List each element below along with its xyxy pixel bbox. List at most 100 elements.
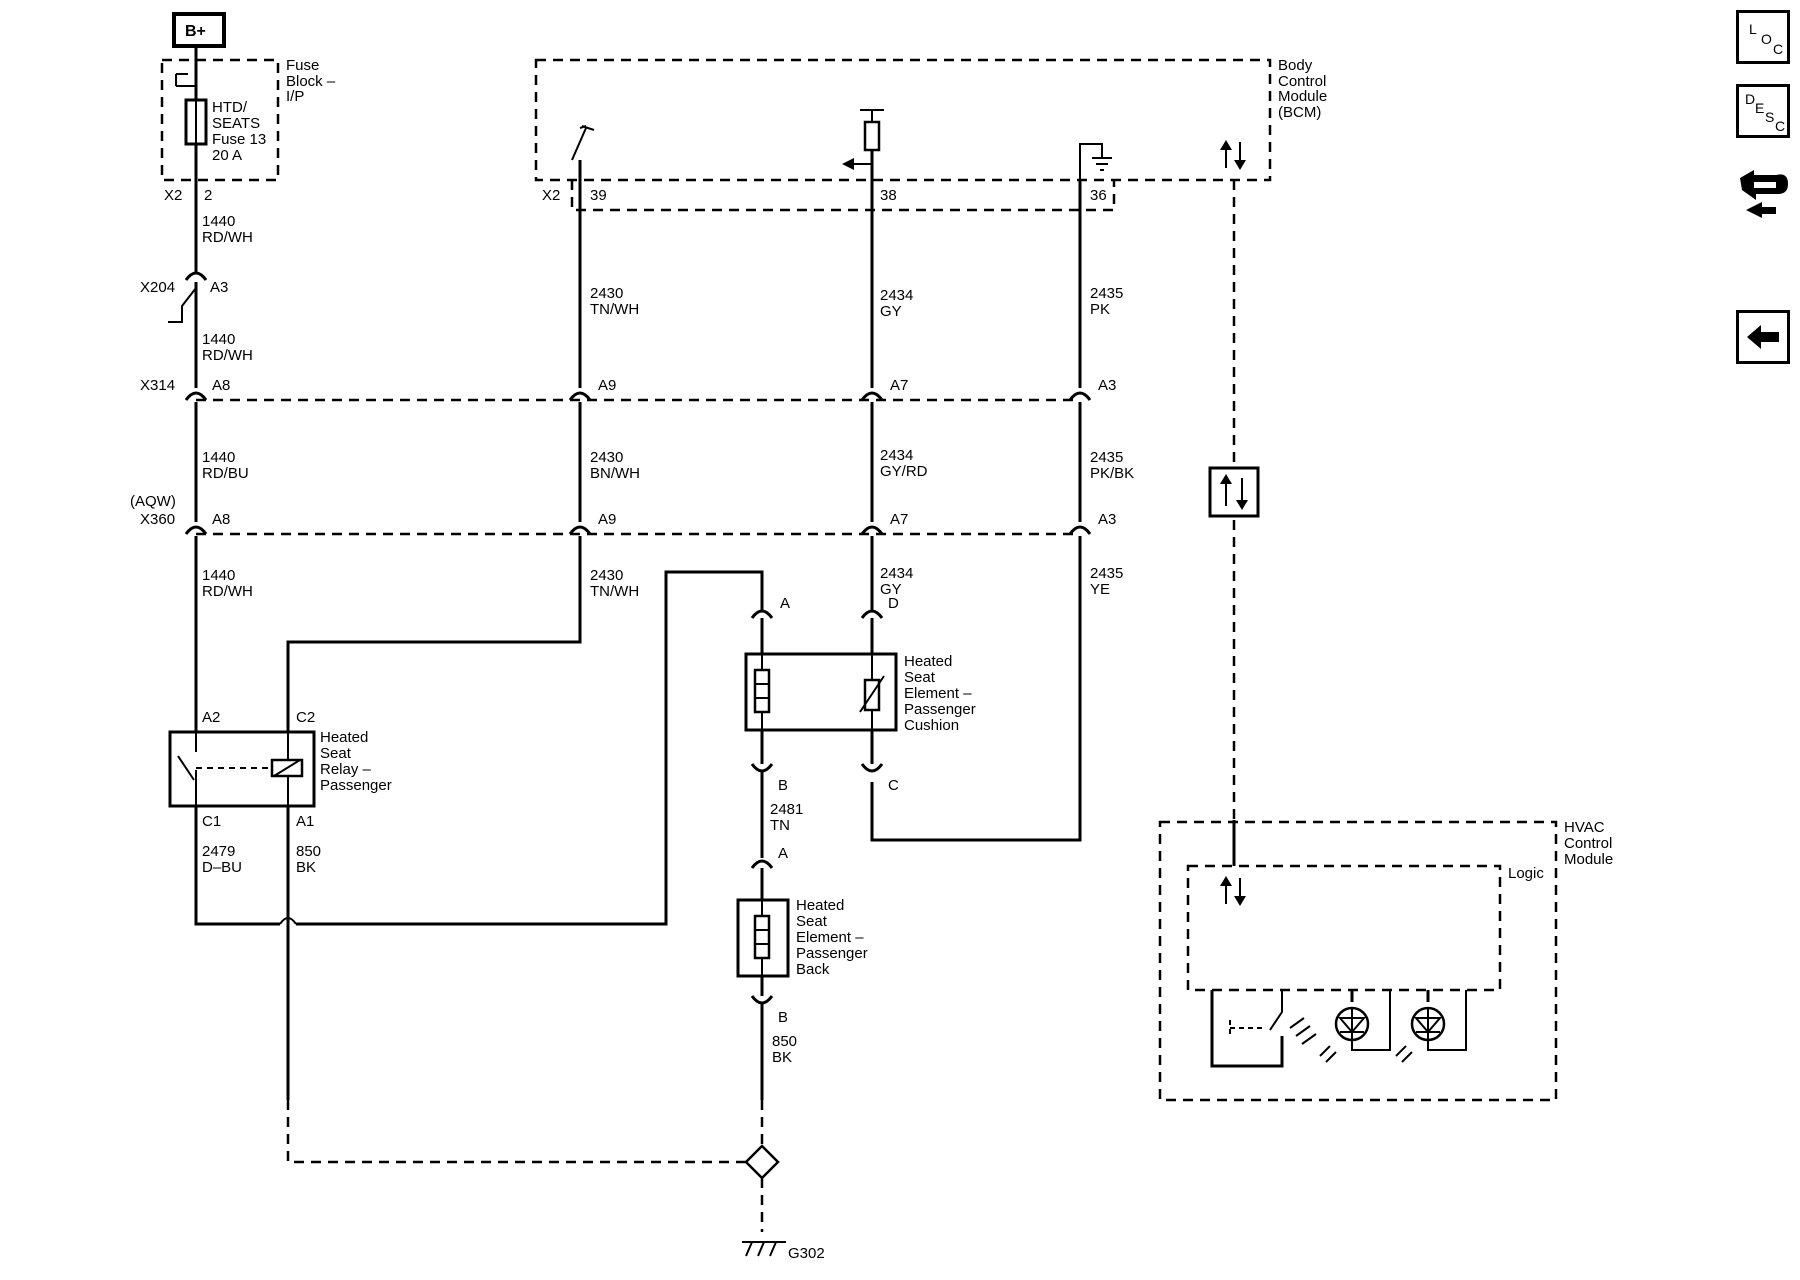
x360-terminals — [184, 525, 1092, 535]
wire-2435-color-1: PK — [1090, 301, 1110, 318]
desc-letter-d: D — [1745, 91, 1756, 107]
bcm-pin-36: 36 — [1090, 187, 1107, 204]
back-pin-a: A — [778, 845, 788, 862]
relay-pin-a2: A2 — [202, 709, 220, 726]
bcm-title-2: Control — [1278, 73, 1326, 90]
hvac-switch-indicator-arrows — [1289, 1017, 1317, 1045]
bcm-pullup-resistor — [860, 109, 884, 122]
desc-letter-e: E — [1755, 100, 1765, 116]
relay-title-4: Passenger — [320, 777, 392, 794]
cushion-title-2: Seat — [904, 669, 936, 686]
bcm-pin-39: 39 — [590, 187, 607, 204]
bcm-title-3: Module — [1278, 88, 1327, 105]
wire-2434-color-3: GY — [880, 581, 902, 598]
bcm-outline — [534, 58, 1272, 182]
loc-icon[interactable]: L O C — [1736, 10, 1790, 64]
wire-2435-color-3: YE — [1090, 581, 1110, 598]
back-arrow-icon[interactable] — [1736, 310, 1790, 364]
wire-2430-color-1: TN/WH — [590, 301, 639, 318]
wire-1440-color-4: RD/WH — [202, 583, 253, 600]
back-heater-grid — [753, 914, 771, 960]
wire-1440-color-1: RD/WH — [202, 229, 253, 246]
relay-pin-c1: C1 — [202, 813, 221, 830]
cushion-title-3: Element – — [904, 685, 972, 702]
wire-2435-number-3: 2435 — [1090, 565, 1123, 582]
wire-1440-number-2: 1440 — [202, 331, 235, 348]
back-title-3: Element – — [796, 929, 864, 946]
hvac-switch — [1210, 990, 1284, 1068]
relay-switch-contact — [177, 732, 197, 806]
wire-2435-number-1: 2435 — [1090, 285, 1123, 302]
bcm-title-4: (BCM) — [1278, 104, 1321, 121]
wire-2434-number-2: 2434 — [880, 447, 913, 464]
bcm-pin-38: 38 — [880, 187, 897, 204]
wire-850-color-1: BK — [296, 859, 316, 876]
wiring-hand-icon[interactable] — [1736, 160, 1792, 220]
back-title-2: Seat — [796, 913, 828, 930]
wire-2435-number-2: 2435 — [1090, 449, 1123, 466]
bcm-serial-data-arrows — [1220, 140, 1246, 170]
fuse-block-title: Fuse Block – I/P — [286, 57, 336, 105]
wire-2481-number: 2481 — [770, 801, 803, 818]
back-title-4: Passenger — [796, 945, 868, 962]
wire-2479-number: 2479 — [202, 843, 235, 860]
wire-1440-color-3: RD/BU — [202, 465, 249, 482]
cushion-heater-grid — [753, 668, 771, 714]
fuse-label-1: HTD/ — [212, 99, 248, 116]
wire-2434-number-3: 2434 — [880, 565, 913, 582]
desc-icon[interactable]: D E S C — [1736, 84, 1790, 138]
back-title-5: Back — [796, 961, 830, 978]
wire-850-number-1: 850 — [296, 843, 321, 860]
fuse-label-3: Fuse 13 — [212, 131, 266, 148]
fuse-label: HTD/ SEATS Fuse 13 20 A — [212, 99, 266, 164]
hvac-outline — [1158, 820, 1558, 1102]
wire-1440-number-4: 1440 — [202, 567, 235, 584]
bcm-title-1: Body — [1278, 57, 1313, 74]
wire-2479-color: D–BU — [202, 859, 242, 876]
fuse-pin-2: 2 — [204, 187, 212, 204]
bcm-output-arrow — [842, 158, 854, 170]
wire-2430-number-3: 2430 — [590, 567, 623, 584]
cushion-pin-b: B — [778, 777, 788, 794]
bcm-connector-x2: X2 — [542, 187, 560, 204]
x360-pin-a8: A8 — [212, 511, 230, 528]
bcm-ground-symbol — [1079, 143, 1112, 180]
x360-option-label: (AQW) — [130, 493, 176, 510]
bcm-connector-x2-outline — [570, 180, 1116, 212]
battery-plus-box — [172, 12, 226, 48]
hvac-serial-data-arrows — [1220, 876, 1246, 906]
relay-title-3: Relay – — [320, 761, 372, 778]
loc-letter-o: O — [1761, 31, 1772, 47]
hvac-logic-outline — [1186, 864, 1502, 992]
relay-title: Heated Seat Relay – Passenger — [320, 729, 392, 794]
fuse-label-4: 20 A — [212, 147, 242, 164]
wire-2434-color-2: GY/RD — [880, 463, 928, 480]
wire-2434-number-1: 2434 — [880, 287, 913, 304]
x204-pin-a3: A3 — [210, 279, 228, 296]
x314-terminals — [184, 391, 1092, 401]
wire-1440-number-3: 1440 — [202, 449, 235, 466]
bcm-title: Body Control Module (BCM) — [1278, 57, 1327, 121]
relay-title-2: Seat — [320, 745, 352, 762]
wire-2481-color: TN — [770, 817, 790, 834]
heated-seat-cushion — [744, 652, 898, 732]
hvac-title-1: HVAC — [1564, 819, 1605, 836]
wire-2430-number-2: 2430 — [590, 449, 623, 466]
ground-label: G302 — [788, 1245, 825, 1262]
hvac-title: HVAC Control Module — [1564, 819, 1613, 868]
ground-splice — [744, 1144, 780, 1180]
wire-1440-number-1: 1440 — [202, 213, 235, 230]
back-arrow-glyph — [1747, 325, 1779, 349]
battery-plus-label: B+ — [185, 23, 206, 40]
fuse-block-title-3: I/P — [286, 88, 304, 105]
x314-pin-a7: A7 — [890, 377, 908, 394]
heated-seat-relay — [168, 730, 316, 808]
wire-2430-color-3: TN/WH — [590, 583, 639, 600]
back-title-1: Heated — [796, 897, 844, 914]
x360-label: X360 — [140, 511, 175, 528]
relay-pin-a1: A1 — [296, 813, 314, 830]
x314-pin-a8: A8 — [212, 377, 230, 394]
wire-850-number-2: 850 — [772, 1033, 797, 1050]
wire-1440-color-2: RD/WH — [202, 347, 253, 364]
